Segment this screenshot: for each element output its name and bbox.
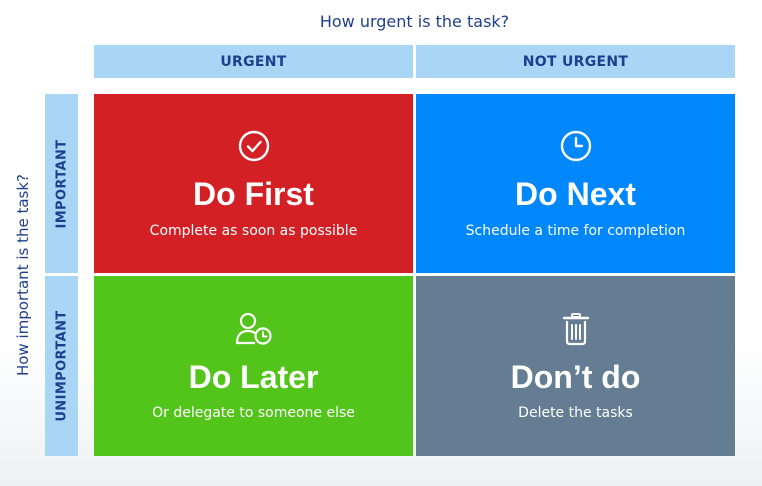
quadrant-do-next: Do Next Schedule a time for completion [416, 94, 735, 273]
row-header-unimportant-label: UNIMPORTANT [54, 310, 69, 422]
row-header-important: IMPORTANT [45, 94, 78, 273]
quadrant-subtitle: Delete the tasks [518, 405, 633, 421]
quadrant-title: Do Next [515, 176, 636, 212]
importance-axis-title-text: How important is the task? [14, 173, 32, 377]
quadrant-subtitle: Complete as soon as possible [149, 223, 358, 239]
trash-icon [562, 313, 589, 346]
quadrant-title: Don’t do [510, 359, 641, 395]
quadrant-do-first: Do First Complete as soon as possible [94, 94, 413, 273]
clock-icon [560, 130, 591, 162]
quadrant-do-later: Do Later Or delegate to someone else [94, 276, 413, 456]
user-clock-icon [235, 312, 272, 345]
row-header-unimportant: UNIMPORTANT [45, 276, 78, 456]
column-header-not-urgent: NOT URGENT [416, 45, 735, 78]
quadrant-subtitle: Schedule a time for completion [465, 223, 686, 239]
quadrant-title: Do First [193, 176, 314, 212]
urgency-axis-title: How urgent is the task? [319, 12, 510, 31]
row-header-important-label: IMPORTANT [54, 138, 69, 229]
check-circle-icon [238, 130, 269, 162]
quadrant-title: Do Later [188, 359, 319, 395]
quadrant-dont-do: Don’t do Delete the tasks [416, 276, 735, 456]
column-header-urgent: URGENT [94, 45, 413, 78]
importance-axis-title: How important is the task? [12, 94, 34, 456]
quadrant-subtitle: Or delegate to someone else [152, 405, 355, 421]
